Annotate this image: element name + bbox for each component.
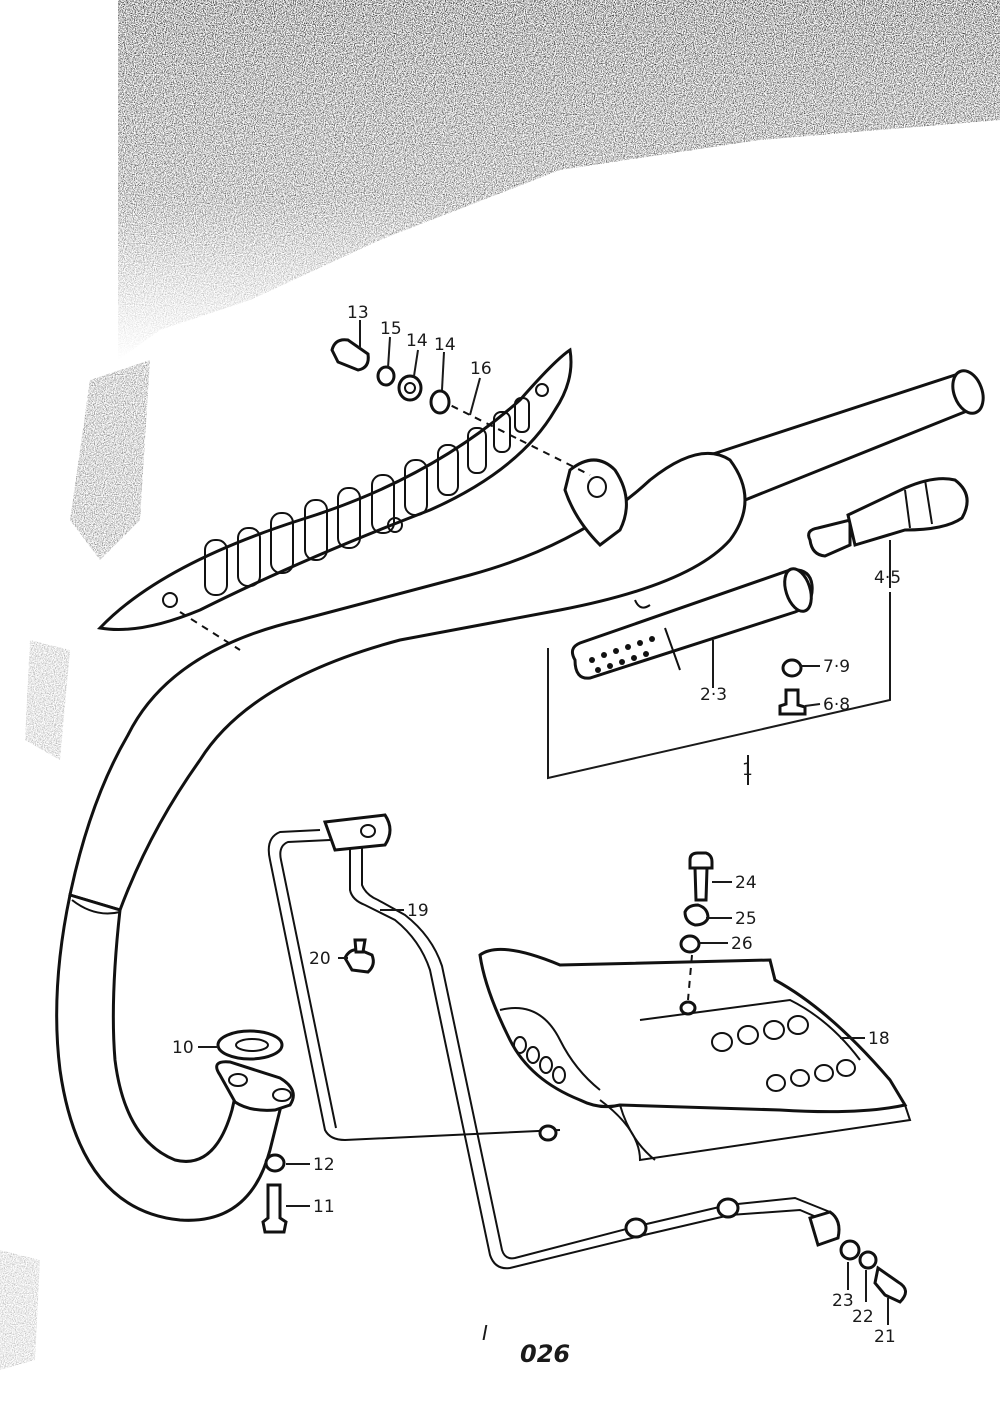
baffle-tube	[570, 567, 814, 680]
callout-25: 25	[735, 909, 757, 929]
page-number-prefix: I	[482, 1321, 488, 1345]
flange-fasteners	[261, 1153, 288, 1234]
frame-bolt	[343, 938, 375, 974]
callout-4-5: 4·5	[874, 568, 901, 588]
callout-20: 20	[309, 949, 331, 969]
callout-11: 11	[313, 1197, 335, 1217]
callout-14a: 14	[406, 331, 428, 351]
silencer-insert	[807, 477, 969, 558]
callout-23: 23	[832, 1291, 854, 1311]
callout-26: 26	[731, 934, 753, 954]
mounting-frame	[267, 813, 841, 1270]
callout-18: 18	[868, 1029, 890, 1049]
scan-noise	[0, 0, 1000, 1370]
callout-14b: 14	[434, 335, 456, 355]
tube-bolt-set	[778, 658, 807, 716]
callout-12: 12	[313, 1155, 335, 1175]
page-number: I 026	[482, 1321, 570, 1368]
assembly-line	[439, 399, 521, 441]
leader-bracket	[547, 592, 891, 780]
heat-shield	[96, 347, 573, 631]
leader-lines	[198, 320, 891, 1325]
callout-15: 15	[380, 319, 402, 339]
callout-2-3: 2·3	[700, 685, 727, 705]
callout-6-8: 6·8	[823, 695, 850, 715]
callout-16: 16	[470, 359, 492, 379]
exhaust-gasket	[216, 1029, 284, 1061]
callout-1: 1	[742, 760, 753, 780]
page-number-value: 026	[520, 1340, 570, 1368]
skid-plate-fasteners	[679, 851, 714, 1001]
assembly-line	[519, 439, 591, 476]
callout-13: 13	[347, 303, 369, 323]
callout-22: 22	[852, 1307, 874, 1327]
skid-plate	[478, 947, 912, 1162]
shield-fasteners	[330, 338, 451, 415]
frame-end-fasteners	[839, 1239, 907, 1304]
callout-labels: 13 15 14 14 16 4·5 2·3 7·9 6·8 1 24 25 2…	[172, 303, 901, 1347]
callout-24: 24	[735, 873, 757, 893]
callout-10: 10	[172, 1038, 194, 1058]
callout-21: 21	[874, 1327, 896, 1347]
callout-7-9: 7·9	[823, 657, 850, 677]
callout-19: 19	[407, 901, 429, 921]
